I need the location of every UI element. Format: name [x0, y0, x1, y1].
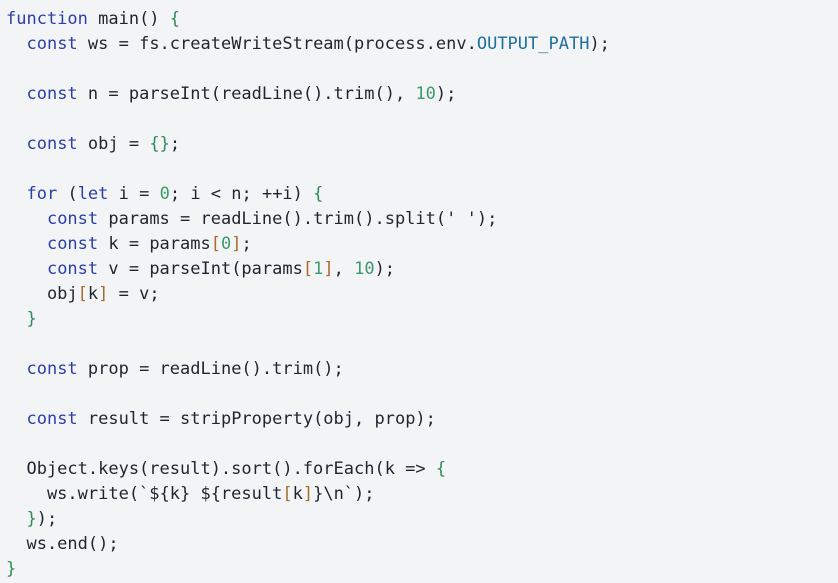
code-line: obj[k] = v; [6, 282, 838, 307]
code-token: const [46, 259, 99, 279]
code-token: ] [231, 234, 242, 254]
code-line: const k = params[0]; [6, 232, 838, 257]
code-token: [ [77, 284, 88, 304]
code-line: const n = parseInt(readLine().trim(), 10… [6, 82, 838, 107]
code-token: } [26, 309, 37, 329]
code-token: obj [6, 284, 78, 304]
code-token: let [77, 184, 109, 204]
code-token: const [46, 234, 99, 254]
code-token: k [292, 484, 303, 504]
code-token [6, 209, 47, 229]
code-line: ws.end(); [6, 532, 838, 557]
code-token: 10 [415, 84, 436, 104]
code-token: k = params [98, 234, 211, 254]
code-line: }); [6, 507, 838, 532]
code-token: ws.write(`${k} ${result [6, 484, 283, 504]
code-token: [ [210, 234, 221, 254]
code-token: OUTPUT_PATH [476, 34, 590, 54]
code-token: ; [169, 134, 181, 154]
code-token: 0 [159, 184, 170, 204]
code-token: [ [302, 259, 314, 279]
code-line: const ws = fs.createWriteStream(process.… [6, 32, 838, 57]
code-line: Object.keys(result).sort().forEach(k => … [6, 457, 838, 482]
code-token [6, 309, 26, 329]
code-token: { [169, 9, 181, 29]
code-token: ws = fs.createWriteStream(process.env. [77, 34, 477, 54]
code-token: n = parseInt(readLine().trim(), [77, 84, 416, 104]
code-line: ​ [6, 107, 838, 132]
code-token: ] [323, 259, 334, 279]
code-token: ] [98, 284, 109, 304]
code-token: } [6, 559, 17, 579]
code-token: ( [57, 184, 78, 204]
code-line: ws.write(`${k} ${result[k]}\n`); [6, 482, 838, 507]
code-token: for [26, 184, 58, 204]
code-line: ​ [6, 157, 838, 182]
code-token: const [26, 34, 78, 54]
code-line: ​ [6, 432, 838, 457]
code-line: ​ [6, 57, 838, 82]
code-token [6, 234, 47, 254]
code-token [6, 34, 26, 54]
code-token [6, 84, 26, 104]
code-token: ); [374, 259, 396, 279]
code-line: const params = readLine().trim().split('… [6, 207, 838, 232]
code-token: params = readLine().trim().split(' '); [98, 209, 498, 229]
code-token [6, 509, 26, 529]
code-line: for (let i = 0; i < n; ++i) { [6, 182, 838, 207]
code-token: i = [108, 184, 160, 204]
code-token: function [6, 9, 88, 29]
code-token: v = parseInt(params [98, 259, 303, 279]
code-token: = v; [108, 284, 160, 304]
code-token: prop = readLine().trim(); [77, 359, 344, 379]
code-token: ; [241, 234, 252, 254]
code-token [6, 134, 26, 154]
code-token: k [87, 284, 99, 304]
code-token: obj = [77, 134, 150, 154]
code-token: [ [282, 484, 293, 504]
code-line: function main() { [6, 7, 838, 32]
code-token: } [26, 509, 37, 529]
code-line: } [6, 307, 838, 332]
code-line: ​ [6, 332, 838, 357]
code-token: const [26, 359, 78, 379]
code-token: ); [36, 509, 58, 529]
code-token: result = stripProperty(obj, prop); [77, 409, 436, 429]
code-token: {} [149, 134, 170, 154]
code-token: ] [302, 484, 314, 504]
code-token: }\n`); [313, 484, 375, 504]
code-token: Object.keys(result).sort().forEach(k => [6, 459, 436, 479]
code-line: const v = parseInt(params[1], 10); [6, 257, 838, 282]
code-token [6, 259, 47, 279]
code-token [6, 184, 26, 204]
code-token: const [46, 209, 99, 229]
code-line: const obj = {}; [6, 132, 838, 157]
code-token: main() [87, 9, 170, 29]
code-token: 0 [220, 234, 232, 254]
code-token: 1 [313, 259, 324, 279]
code-line: const result = stripProperty(obj, prop); [6, 407, 838, 432]
code-token: { [313, 184, 324, 204]
code-token: ); [435, 84, 457, 104]
code-token: , [333, 259, 355, 279]
code-token: const [26, 134, 78, 154]
code-token: ; i < n; ++i) [169, 184, 314, 204]
code-block[interactable]: function main() { const ws = fs.createWr… [6, 7, 838, 582]
code-line: } [6, 557, 838, 582]
code-token: ws.end(); [6, 534, 119, 554]
code-token: { [435, 459, 447, 479]
code-token: 10 [354, 259, 375, 279]
code-line: const prop = readLine().trim(); [6, 357, 838, 382]
code-token: ); [589, 34, 610, 54]
code-token [6, 409, 26, 429]
code-token [6, 359, 26, 379]
code-token: const [26, 84, 78, 104]
code-line: ​ [6, 382, 838, 407]
code-token: const [26, 409, 78, 429]
